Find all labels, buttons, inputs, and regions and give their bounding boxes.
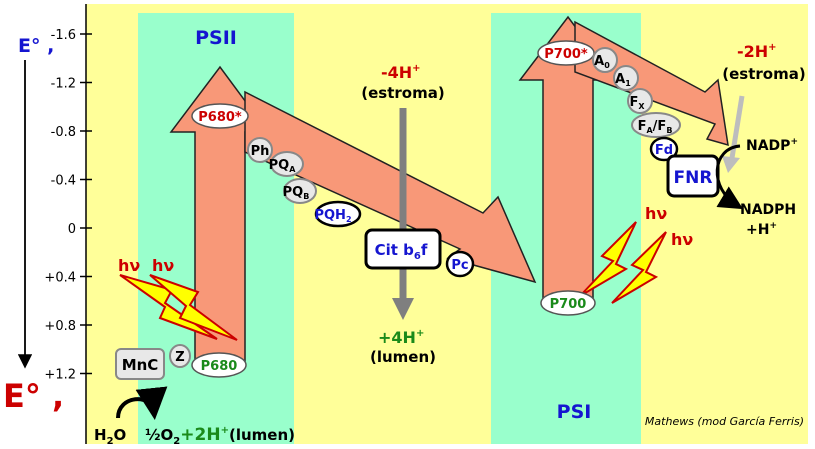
fd-label: Fd — [655, 143, 673, 158]
psii-lightning-icon — [119, 274, 238, 341]
p680-star-node — [191, 103, 249, 129]
psi-hv-2: hν — [671, 230, 693, 249]
mnc-label: MnC — [122, 356, 159, 374]
water-products: ½O2+2H+(lumen) — [145, 425, 295, 447]
nadp-stroma-protons: -2H+ — [737, 42, 777, 61]
cytb6f-box — [364, 228, 442, 270]
a0-node — [592, 47, 618, 73]
pqa-label: PQA — [269, 158, 297, 174]
nadp-label: NADP+ — [746, 137, 798, 154]
fx-node — [627, 88, 653, 114]
y-axis-tick-label: -1.2 — [51, 77, 76, 92]
pqh2-label: PQH2 — [314, 208, 351, 224]
y-axis-tick-label: -0.4 — [51, 174, 76, 189]
cytb6f-lumen-protons: +4H+ — [378, 328, 424, 347]
y-axis-tick-label: +0.4 — [44, 271, 76, 286]
fx-label: FX — [629, 95, 645, 111]
fd-node — [649, 136, 679, 162]
y-axis-tick-label: +0.8 — [44, 319, 76, 334]
p680-label: P680 — [201, 359, 238, 374]
a1-node — [613, 65, 639, 91]
p700-node — [540, 290, 596, 316]
z-label: Z — [175, 350, 184, 365]
y-axis-tick-label: -0.8 — [51, 125, 76, 140]
p700-star-label: P700* — [544, 47, 588, 62]
psii-hv-1: hν — [118, 256, 140, 275]
y-axis-ticks: -1.6 -1.2 -0.8 -0.4 0 +0.4 +0.8 +1.2 — [44, 28, 92, 383]
pqh2-node — [314, 200, 362, 228]
ph-node — [247, 137, 273, 163]
y-axis-tick-label: 0 — [68, 222, 76, 237]
fafb-label: FA/FB — [638, 119, 673, 135]
credit-text: Mathews (mod García Ferris) — [645, 415, 804, 428]
a1-label: A1 — [615, 72, 631, 88]
fnr-label: FNR — [674, 168, 713, 188]
water-oxidation-curve — [116, 386, 168, 420]
pc-label: Pc — [451, 258, 468, 273]
ph-label: Ph — [251, 144, 270, 159]
fafb-node — [631, 112, 681, 138]
psi-hv-1: hν — [645, 204, 667, 223]
mnc-box — [115, 348, 165, 380]
p680-node — [191, 352, 247, 378]
z-node — [169, 344, 191, 368]
a0-label: A0 — [594, 54, 610, 70]
psi-label: PSI — [557, 401, 592, 423]
p700-star-node — [537, 40, 595, 66]
nadp-reduction-curve — [715, 144, 744, 210]
cytb6f-stroma-protons: -4H+ — [381, 63, 421, 82]
nadp-stroma-label: (estroma) — [722, 65, 805, 83]
axis-title-top: E° , — [18, 35, 54, 57]
cytb6f-stroma-label: (estroma) — [361, 84, 444, 102]
psii-excitation-arrow — [169, 65, 270, 363]
y-axis-tick-label: +1.2 — [44, 368, 76, 383]
nadph-label: NADPH — [740, 202, 796, 218]
pc-node — [445, 250, 475, 278]
pqa-node — [270, 151, 304, 177]
pqb-label: PQB — [283, 185, 310, 201]
y-axis-tick-label: -1.6 — [51, 28, 76, 43]
cytb6f-label: Cit b6f — [375, 241, 428, 262]
h-plus-label: +H+ — [746, 221, 777, 238]
p700-label: P700 — [550, 297, 587, 312]
pqb-node — [283, 178, 317, 204]
axis-title-bottom: E° , — [3, 377, 64, 415]
psii-hv-2: hν — [152, 256, 174, 275]
cytb6f-proton-arrowhead — [392, 298, 414, 320]
cytb6f-lumen-label: (lumen) — [370, 348, 436, 366]
psii-label: PSII — [195, 27, 237, 49]
p680-star-label: P680* — [198, 110, 242, 125]
nadp-proton-arrowhead — [722, 156, 740, 173]
water-h2o: H2O — [94, 426, 126, 447]
